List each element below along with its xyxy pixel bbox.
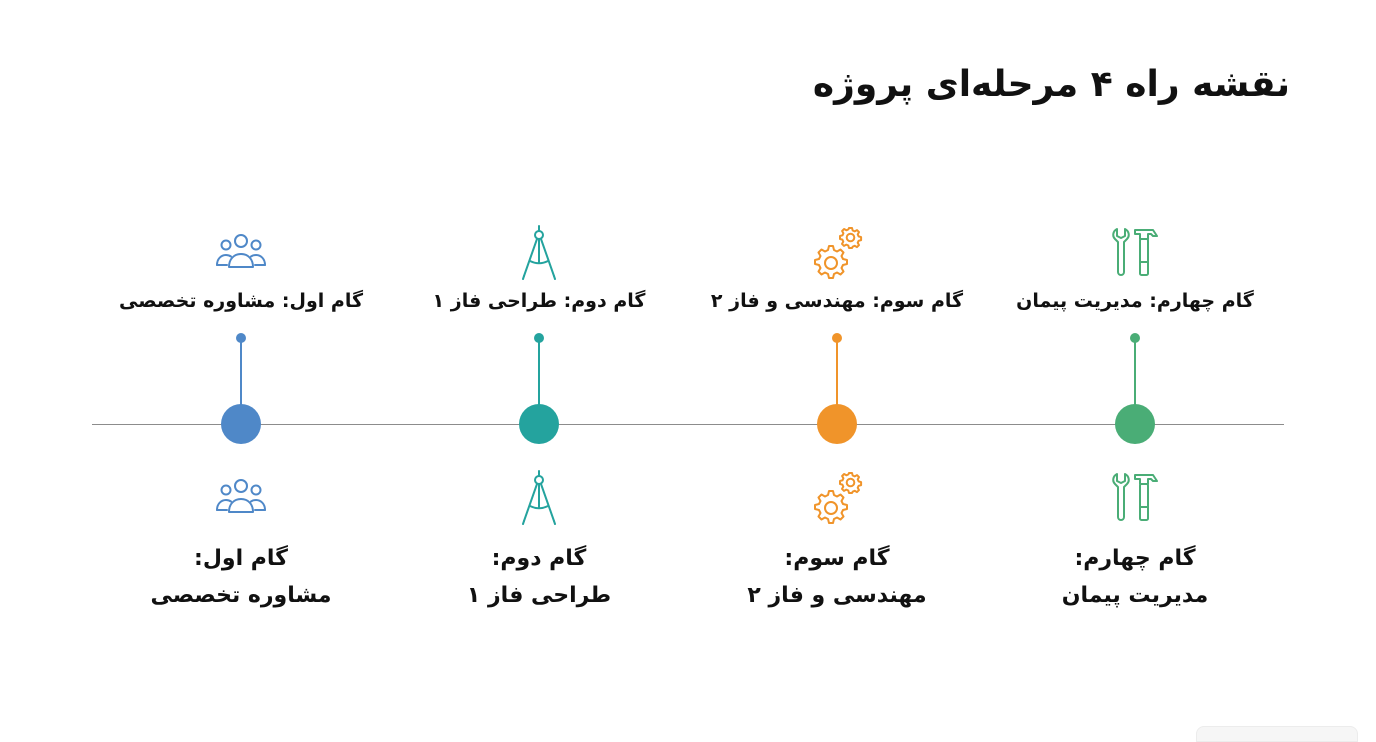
stage-3-bottom-line1: گام سوم: [784, 546, 890, 571]
gears-icon [809, 224, 865, 280]
stage-3-stem-dot [832, 333, 842, 343]
stage-2-bottom-line2: طراحی فاز ۱ [466, 583, 612, 608]
stage-4-top-label: گام چهارم: مدیریت پیمان [1016, 290, 1254, 312]
corner-tab [1196, 726, 1358, 742]
stage-3-bottom-label: گام سوم: مهندسی و فاز ۲ [617, 540, 1057, 614]
stage-2-stem [538, 340, 540, 410]
stage-4-stem [1134, 340, 1136, 410]
stage-2-stem-dot [534, 333, 544, 343]
tools-icon [1107, 224, 1163, 280]
stage-1-bottom-line1: گام اول: [194, 546, 288, 571]
stage-2-node [519, 404, 559, 444]
stage-2-top-label: گام دوم: طراحی فاز ۱ [432, 290, 646, 312]
stage-4-bottom-line2: مدیریت پیمان [1061, 583, 1209, 608]
compass-icon [511, 224, 567, 280]
stage-3-top-label: گام سوم: مهندسی و فاز ۲ [710, 290, 964, 312]
people-icon [213, 224, 269, 280]
stage-1-top-label: گام اول: مشاوره تخصصی [118, 290, 364, 312]
stage-1-stem-dot [236, 333, 246, 343]
stage-1-stem [240, 340, 242, 410]
stage-4-stem-dot [1130, 333, 1140, 343]
stage-4-bottom-line1: گام چهارم: [1074, 546, 1196, 571]
stage-1-bottom-line2: مشاوره تخصصی [150, 583, 332, 608]
stage-3-node [817, 404, 857, 444]
tools-icon [1107, 469, 1163, 525]
compass-icon [511, 469, 567, 525]
gears-icon [809, 469, 865, 525]
stage-3-bottom-line2: مهندسی و فاز ۲ [747, 583, 927, 608]
stage-1-node [221, 404, 261, 444]
page-title: نقشه راه ۴ مرحله‌ای پروژه [812, 64, 1290, 105]
stage-4-bottom-label: گام چهارم: مدیریت پیمان [915, 540, 1355, 614]
stage-3-stem [836, 340, 838, 410]
stage-1-bottom-label: گام اول: مشاوره تخصصی [21, 540, 461, 614]
timeline-axis [92, 424, 1284, 425]
stage-4-node [1115, 404, 1155, 444]
stage-2-bottom-label: گام دوم: طراحی فاز ۱ [319, 540, 759, 614]
stage-2-bottom-line1: گام دوم: [491, 546, 587, 571]
people-icon [213, 469, 269, 525]
